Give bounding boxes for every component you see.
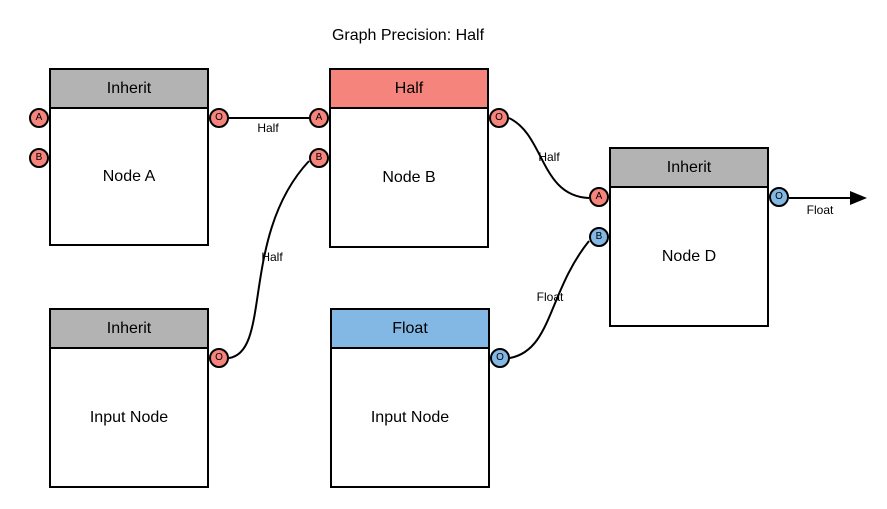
node-b: Half Node B A B O (309, 68, 509, 248)
node-a-port-a: A (29, 108, 49, 128)
input-node-center-label: Input Node (370, 408, 450, 426)
node-a-port-o: O (209, 108, 229, 128)
node-b-header: Half (331, 70, 487, 109)
edge-label-inputcenter-to-d: Float (536, 290, 564, 304)
node-a-port-b: B (29, 148, 49, 168)
edge-label-inputleft-to-b: Half (261, 250, 283, 264)
input-node-left-header: Inherit (51, 310, 207, 349)
node-b-port-a: A (309, 108, 329, 128)
output-arrowhead-icon (850, 191, 867, 205)
input-node-center-header: Float (332, 310, 488, 349)
edge-input-left-to-node-b (228, 160, 310, 359)
node-d-header: Inherit (611, 149, 767, 188)
node-a-label: Node A (102, 167, 156, 185)
node-b-label: Node B (382, 168, 436, 186)
node-b-port-o: O (489, 108, 509, 128)
edge-input-center-to-node-d (509, 240, 590, 359)
node-d-label: Node D (661, 247, 717, 265)
input-node-left: Inherit Input Node O (49, 308, 229, 488)
node-d-port-b: B (589, 227, 609, 247)
node-d-port-a: A (589, 187, 609, 207)
edge-node-b-to-node-d (508, 117, 590, 199)
edge-label-a-to-b: Half (257, 121, 279, 135)
diagram-title: Graph Precision: Half (331, 27, 485, 44)
node-a-header: Inherit (51, 70, 207, 109)
input-node-left-port-o: O (209, 348, 229, 368)
node-d: Inherit Node D A B O (589, 147, 789, 327)
input-node-center-port-o: O (490, 348, 510, 368)
input-node-center: Float Input Node O (330, 308, 510, 488)
node-d-port-o: O (769, 187, 789, 207)
input-node-left-label: Input Node (89, 408, 169, 426)
edge-label-b-to-d: Half (538, 150, 560, 164)
edge-label-output: Float (806, 203, 834, 217)
node-a: Inherit Node A A B O (29, 68, 229, 246)
node-b-port-b: B (309, 148, 329, 168)
